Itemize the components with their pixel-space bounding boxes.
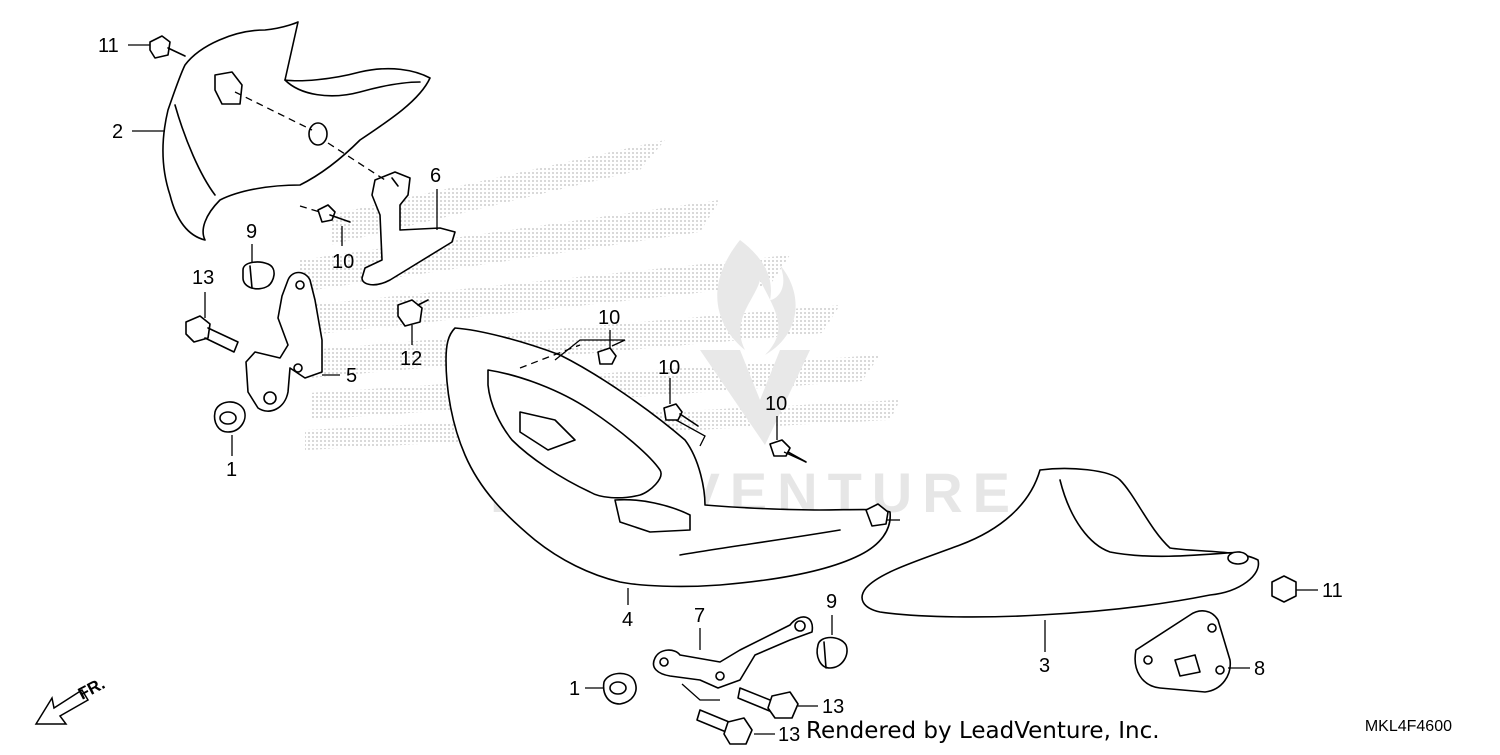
callout-7: 7: [694, 605, 705, 627]
part-2-side-cowl: [162, 21, 431, 241]
leader-lines: [128, 44, 1318, 735]
part-10-screw-center-3: [769, 439, 807, 463]
callout-13: 13: [192, 267, 214, 289]
callout-4: 4: [622, 609, 633, 631]
callout-labels: 11 2 9 10 6 13 5 12 1 10 10 10 4 3 11 7 …: [98, 35, 1343, 746]
callout-9: 9: [826, 591, 837, 613]
part-11-screw-right: [1271, 575, 1297, 603]
part-13-bolt-lower-2: [696, 709, 753, 745]
callout-1: 1: [569, 678, 580, 700]
front-direction-arrow-icon: FR.: [34, 674, 108, 725]
callout-11: 11: [98, 35, 119, 57]
part-3-lower-cover: [861, 467, 1260, 618]
part-7-bracket: [652, 616, 814, 689]
part-10-screw-center-1: [597, 347, 617, 365]
callout-9: 9: [246, 221, 257, 243]
callout-13: 13: [778, 724, 800, 746]
part-1-grommet-lower: [602, 672, 637, 705]
diagram-code: MKL4F4600: [1364, 718, 1452, 735]
callout-13: 13: [822, 696, 844, 718]
callout-3: 3: [1039, 655, 1050, 677]
callout-10: 10: [332, 251, 354, 273]
callout-6: 6: [430, 165, 441, 187]
callout-5: 5: [346, 365, 357, 387]
part-12-nut: [397, 299, 429, 327]
part-1-grommet-left: [213, 401, 246, 433]
part-8-bracket: [1134, 610, 1231, 693]
callout-11: 11: [1322, 580, 1343, 602]
part-13-bolt-upper: [185, 315, 239, 353]
part-11-screw: [149, 35, 186, 59]
part-4-under-cowl: [445, 327, 891, 588]
part-9-grommet-upper: [242, 261, 275, 290]
part-6-bracket: [361, 171, 456, 286]
callout-10: 10: [765, 393, 787, 415]
callout-1: 1: [226, 459, 237, 481]
part-10-screw-upper: [317, 204, 351, 223]
render-credit: Rendered by LeadVenture, Inc.: [806, 718, 1160, 744]
part-5-bracket: [245, 271, 323, 412]
dashed-guide-lines: [234, 91, 581, 369]
callout-8: 8: [1254, 658, 1265, 680]
part-10-screw-center-2: [663, 403, 699, 427]
part-9-grommet-lower: [816, 636, 848, 669]
part-13-bolt-lower-1: [737, 687, 799, 719]
callout-10: 10: [658, 357, 680, 379]
callout-10: 10: [598, 307, 620, 329]
callout-12: 12: [400, 348, 422, 370]
callout-2: 2: [112, 121, 123, 143]
